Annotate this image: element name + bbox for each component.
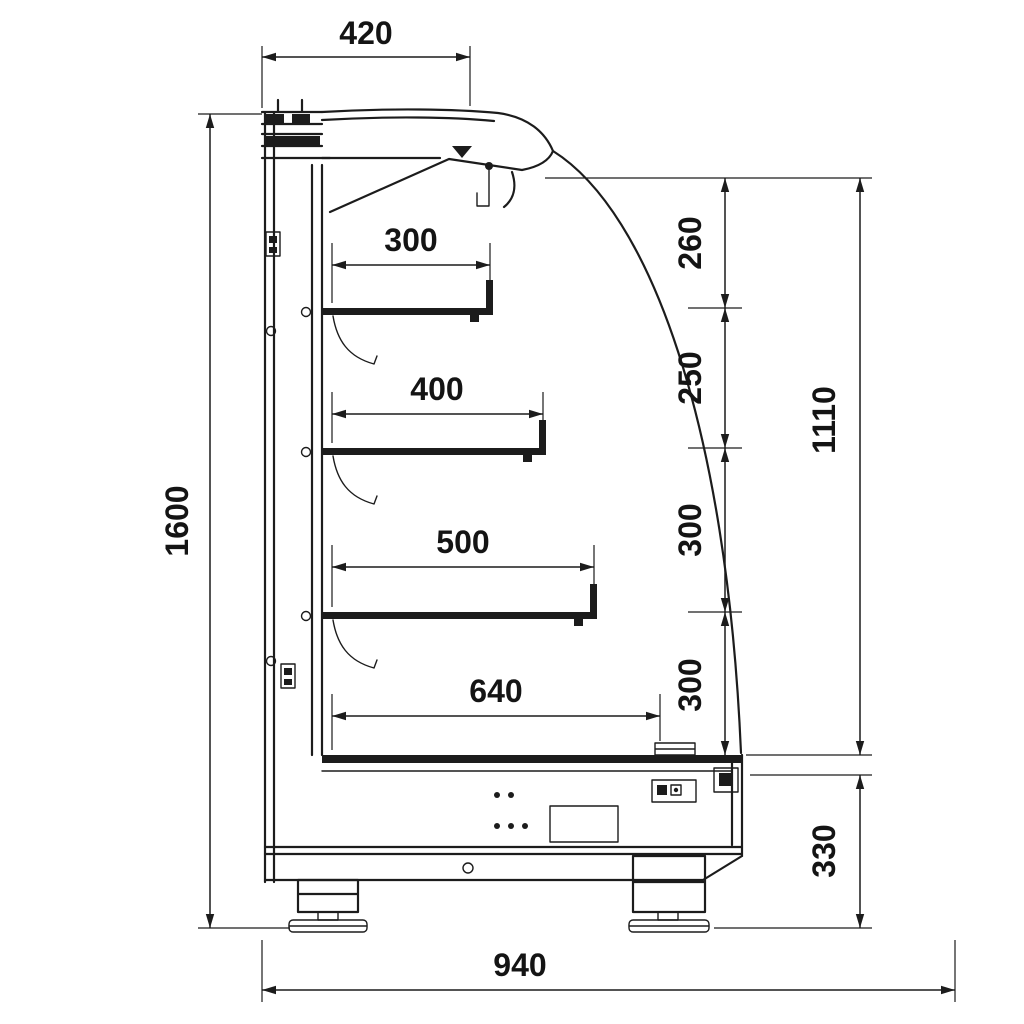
- dim-label-spacing-shelf2-shelf3: 300: [672, 503, 708, 556]
- ballast-band: [264, 136, 320, 145]
- shelf-1: [300, 280, 493, 365]
- ballast-block-right: [292, 114, 310, 123]
- canopy-lamp-hook: [476, 169, 490, 207]
- front-corner-unit-core: [719, 773, 732, 786]
- vent-dot-1: [494, 792, 500, 798]
- vent-dot-4: [508, 823, 514, 829]
- vent-dot-5: [522, 823, 528, 829]
- front-panel: [730, 753, 744, 849]
- control-box: [549, 805, 619, 843]
- left-foot-stem: [317, 911, 339, 921]
- wall-screw-lower: [265, 655, 277, 667]
- shelf-1-price-rail: [486, 280, 493, 308]
- wall-clip-upper-hole-2: [269, 247, 277, 253]
- base-compartment: [263, 742, 744, 882]
- cabinet-outline: [260, 98, 744, 933]
- dim-label-overall-height: 1600: [159, 485, 195, 556]
- shelf-2-bracket: [332, 455, 378, 505]
- right-foot-block: [631, 854, 707, 914]
- vent-dot-2: [508, 792, 514, 798]
- dim-label-spacing-shelf1-shelf2: 250: [672, 351, 708, 404]
- shelf-3-deck: [322, 612, 597, 619]
- shelf-2-mount-hole: [300, 446, 312, 458]
- dim-label-overall-depth: 940: [493, 947, 546, 983]
- dim-label-spacing-shelf3-well: 300: [672, 658, 708, 711]
- dim-label-base-well-depth: 640: [469, 673, 522, 709]
- dim-label-spacing-canopy-shelf1: 260: [672, 216, 708, 269]
- left-foot-block: [296, 878, 360, 914]
- feet: [288, 854, 710, 933]
- shelf-2-deck: [322, 448, 546, 455]
- air-curtain-curve: [551, 149, 743, 755]
- dimension-annotations: 420 1600 940 300 400 500 640 260 250 300…: [159, 15, 956, 1002]
- dim-label-base-height: 330: [806, 824, 842, 877]
- canopy-sensor: [452, 146, 472, 158]
- right-foot-stem: [657, 911, 679, 921]
- vent-dot-3: [494, 823, 500, 829]
- shelf-3-stop: [574, 619, 583, 626]
- shelf-1-stop: [470, 315, 479, 322]
- dim-label-canopy-depth: 420: [339, 15, 392, 51]
- back-panel: [260, 98, 332, 884]
- dim-label-shelf-2-depth: 400: [410, 371, 463, 407]
- shelf-2-stop: [523, 455, 532, 462]
- dim-label-shelf-1-depth: 300: [384, 222, 437, 258]
- wall-clip-upper-hole-1: [269, 236, 277, 243]
- shelf-1-deck: [322, 308, 493, 315]
- wall-clip-lower-hole-1: [284, 668, 292, 675]
- ballast-block-left: [266, 114, 284, 123]
- air-grille-box: [654, 742, 696, 756]
- shelf-3-bracket: [332, 619, 378, 669]
- shelf-1-mount-hole: [300, 306, 312, 318]
- well-deck: [322, 755, 742, 763]
- shelf-2-price-rail: [539, 420, 546, 448]
- terminal-block-2: [670, 784, 682, 796]
- shelf-2: [300, 420, 546, 505]
- shelf-3-price-rail: [590, 584, 597, 612]
- wall-clip-lower-hole-2: [284, 679, 292, 685]
- shelf-3-mount-hole: [300, 610, 312, 622]
- drain-hole: [462, 862, 474, 874]
- terminal-dot: [673, 787, 679, 793]
- terminal-block-1: [657, 785, 667, 795]
- base-frame: [263, 845, 744, 882]
- terminal-box: [651, 779, 697, 803]
- shelf-1-bracket: [332, 315, 378, 365]
- wall-clip-upper: [265, 231, 281, 257]
- front-corner-unit: [713, 767, 739, 793]
- canopy-lamp-knob: [485, 162, 493, 170]
- dim-label-shelf-3-depth: 500: [436, 524, 489, 560]
- canopy: [320, 108, 555, 214]
- dim-label-opening-height: 1110: [806, 386, 842, 454]
- wall-screw-upper: [265, 325, 277, 337]
- wall-clip-lower: [280, 663, 296, 689]
- shelf-3: [300, 584, 597, 669]
